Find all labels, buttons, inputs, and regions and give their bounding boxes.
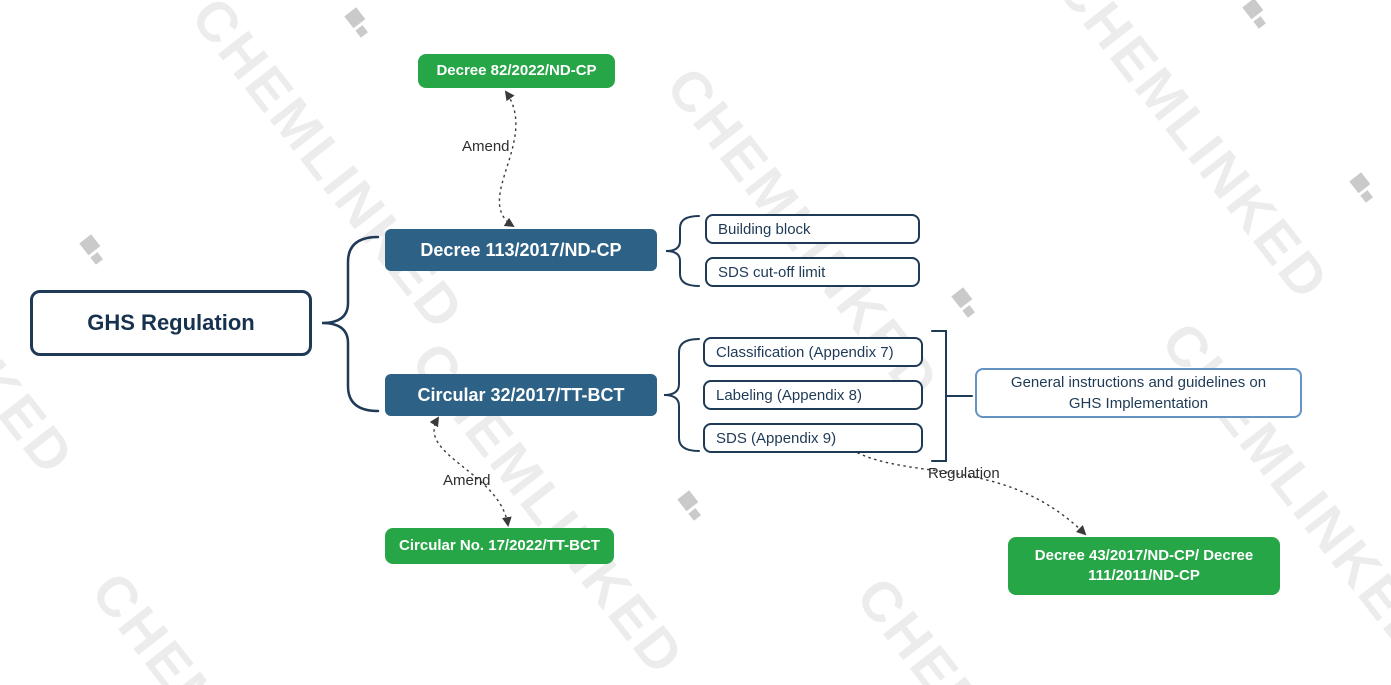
brace-circular32 bbox=[663, 338, 700, 452]
watermark-logo bbox=[79, 234, 107, 265]
node-circular-32-label: Circular 32/2017/TT-BCT bbox=[417, 384, 625, 405]
watermark-text: CHEMLINKED bbox=[1044, 0, 1343, 313]
label-amend-bottom: Amend bbox=[443, 472, 491, 489]
amend-curve-top bbox=[498, 90, 517, 228]
regulation-curve bbox=[851, 449, 1087, 536]
node-classification-label: Classification (Appendix 7) bbox=[716, 343, 894, 361]
watermark-text: CHEMLINKED bbox=[1149, 310, 1391, 668]
node-circular-17: Circular No. 17/2022/TT-BCT bbox=[385, 528, 614, 564]
node-sds-appendix9-label: SDS (Appendix 9) bbox=[716, 429, 837, 447]
node-decree-82: Decree 82/2022/ND-CP bbox=[418, 54, 615, 88]
node-sds-cutoff-label: SDS cut-off limit bbox=[718, 263, 826, 281]
node-circular-32: Circular 32/2017/TT-BCT bbox=[385, 374, 657, 416]
node-classification: Classification (Appendix 7) bbox=[703, 337, 923, 367]
node-decree-82-label: Decree 82/2022/ND-CP bbox=[436, 61, 597, 79]
watermark-logo bbox=[344, 7, 372, 38]
node-general-instructions: General instructions and guidelines on G… bbox=[975, 368, 1302, 418]
watermark-logo bbox=[1349, 172, 1377, 203]
bracket-appendices bbox=[931, 330, 973, 462]
node-ghs-regulation: GHS Regulation bbox=[30, 290, 312, 356]
node-building-block: Building block bbox=[705, 214, 920, 244]
node-labeling-label: Labeling (Appendix 8) bbox=[716, 386, 862, 404]
brace-decree113 bbox=[665, 215, 700, 287]
node-general-instructions-line1: General instructions and guidelines on bbox=[1010, 374, 1267, 391]
node-decree-43-line1: Decree 43/2017/ND-CP/ Decree bbox=[1034, 546, 1254, 564]
node-decree-113-label: Decree 113/2017/ND-CP bbox=[420, 239, 622, 260]
node-circular-17-label: Circular No. 17/2022/TT-BCT bbox=[399, 536, 600, 554]
node-sds-appendix9: SDS (Appendix 9) bbox=[703, 423, 923, 453]
watermark-logo bbox=[951, 287, 979, 318]
watermark-logo bbox=[1242, 0, 1270, 29]
node-labeling: Labeling (Appendix 8) bbox=[703, 380, 923, 410]
label-regulation: Regulation bbox=[928, 465, 1000, 482]
node-general-instructions-line2: GHS Implementation bbox=[1068, 395, 1209, 412]
node-building-block-label: Building block bbox=[718, 220, 811, 238]
node-decree-43-line2: 111/2011/ND-CP bbox=[1088, 567, 1200, 584]
label-amend-top: Amend bbox=[462, 138, 510, 155]
node-decree-43-111: Decree 43/2017/ND-CP/ Decree 111/2011/ND… bbox=[1008, 537, 1280, 595]
node-decree-113: Decree 113/2017/ND-CP bbox=[385, 229, 657, 271]
watermark-logo bbox=[677, 490, 705, 521]
node-sds-cutoff: SDS cut-off limit bbox=[705, 257, 920, 287]
watermark-text: CHEMLINKED bbox=[79, 560, 379, 685]
node-ghs-regulation-label: GHS Regulation bbox=[87, 310, 255, 335]
